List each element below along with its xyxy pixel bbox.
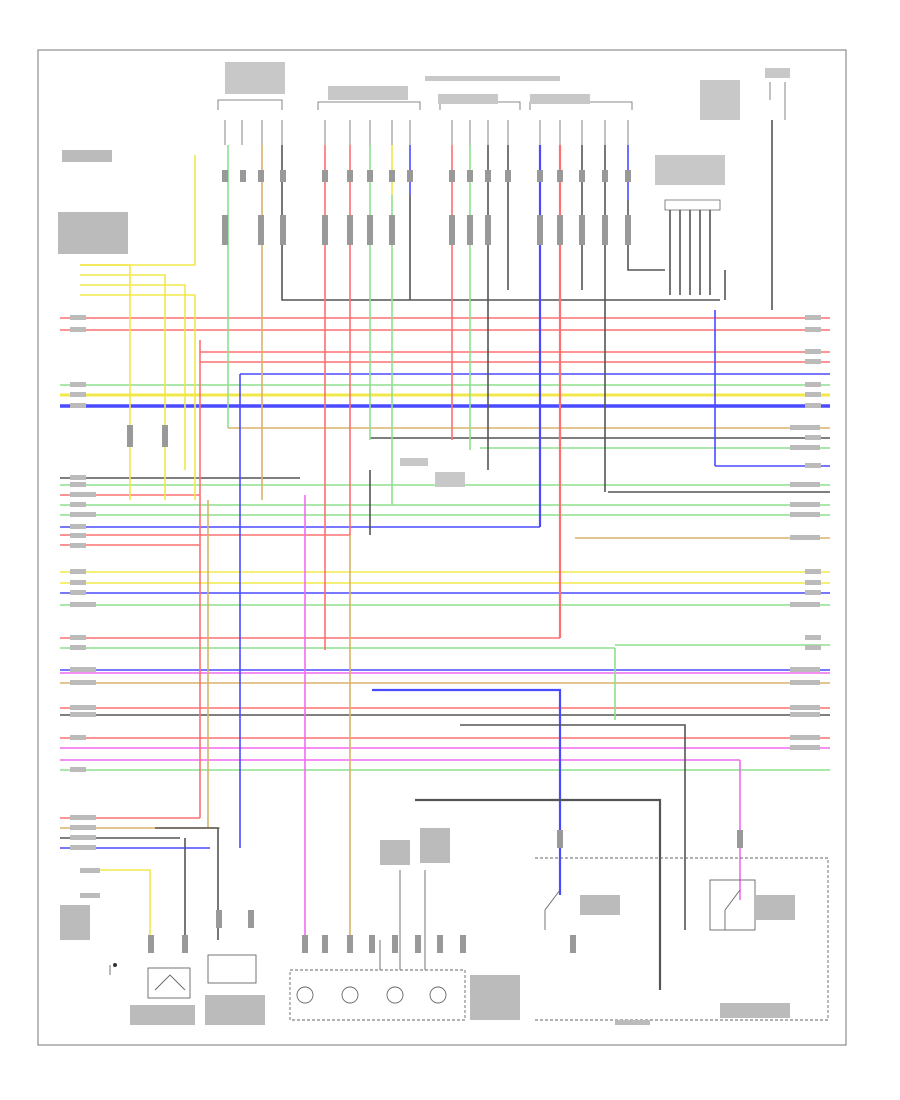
connector-markers xyxy=(127,170,743,953)
diagram-border xyxy=(37,49,847,1046)
top-label-blocks xyxy=(225,62,790,487)
lamp-1 xyxy=(296,986,314,1004)
left-side-labels xyxy=(58,150,128,254)
right-wire-tags xyxy=(790,315,821,750)
bottom-labels xyxy=(60,828,795,1025)
left-wire-tags xyxy=(70,315,100,898)
horizontal-wires xyxy=(60,317,830,849)
lamp-4 xyxy=(429,986,447,1004)
bottom-components xyxy=(109,857,829,1021)
top-components xyxy=(217,79,786,211)
lamp-2 xyxy=(341,986,359,1004)
relay-left xyxy=(147,967,191,999)
lamp-3 xyxy=(386,986,404,1004)
ground-point xyxy=(113,963,117,967)
module-box xyxy=(207,954,257,984)
